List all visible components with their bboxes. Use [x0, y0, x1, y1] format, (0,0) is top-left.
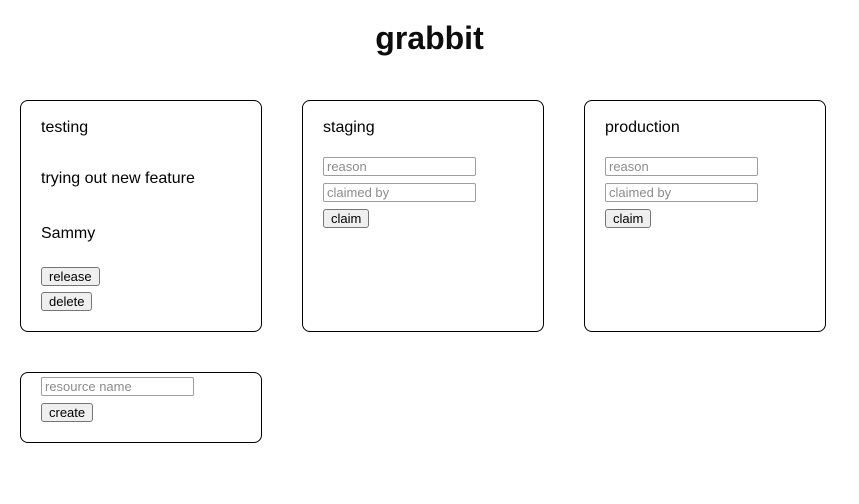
- production-reason-input[interactable]: [605, 157, 758, 177]
- staging-claimed-by-input[interactable]: [323, 183, 476, 203]
- create-button-row: create: [41, 403, 94, 423]
- delete-button[interactable]: delete: [41, 292, 93, 312]
- release-button-row: release: [41, 267, 100, 287]
- claim-button-row: claim: [605, 209, 652, 229]
- reason-field: [605, 157, 758, 177]
- production-claim-button[interactable]: claim: [605, 209, 652, 229]
- resource-name-field: [41, 377, 194, 397]
- claim-button-row: claim: [323, 209, 370, 229]
- staging-reason-input[interactable]: [323, 157, 476, 177]
- create-button[interactable]: create: [41, 403, 94, 423]
- resource-card-testing: testing trying out new feature Sammy rel…: [20, 99, 262, 333]
- claimed-by-field: [323, 183, 476, 203]
- resource-card-production: production claim: [584, 99, 826, 333]
- reason-field: [323, 157, 476, 177]
- production-claimed-by-input[interactable]: [605, 183, 758, 203]
- page-title: grabbit: [375, 20, 484, 56]
- resource-name: testing: [41, 118, 89, 136]
- release-button[interactable]: release: [41, 267, 100, 287]
- resources-row: testing trying out new feature Sammy rel…: [20, 99, 859, 333]
- create-resource-card: create: [20, 372, 262, 444]
- resource-card-staging: staging claim: [302, 99, 544, 333]
- delete-button-row: delete: [41, 292, 93, 312]
- claimed-by-text: Sammy: [41, 224, 96, 242]
- resource-name: production: [605, 118, 680, 136]
- staging-claim-button[interactable]: claim: [323, 209, 370, 229]
- claim-reason-text: trying out new feature: [41, 170, 195, 188]
- claimed-by-field: [605, 183, 758, 203]
- resource-name: staging: [323, 118, 375, 136]
- resource-name-input[interactable]: [41, 377, 194, 397]
